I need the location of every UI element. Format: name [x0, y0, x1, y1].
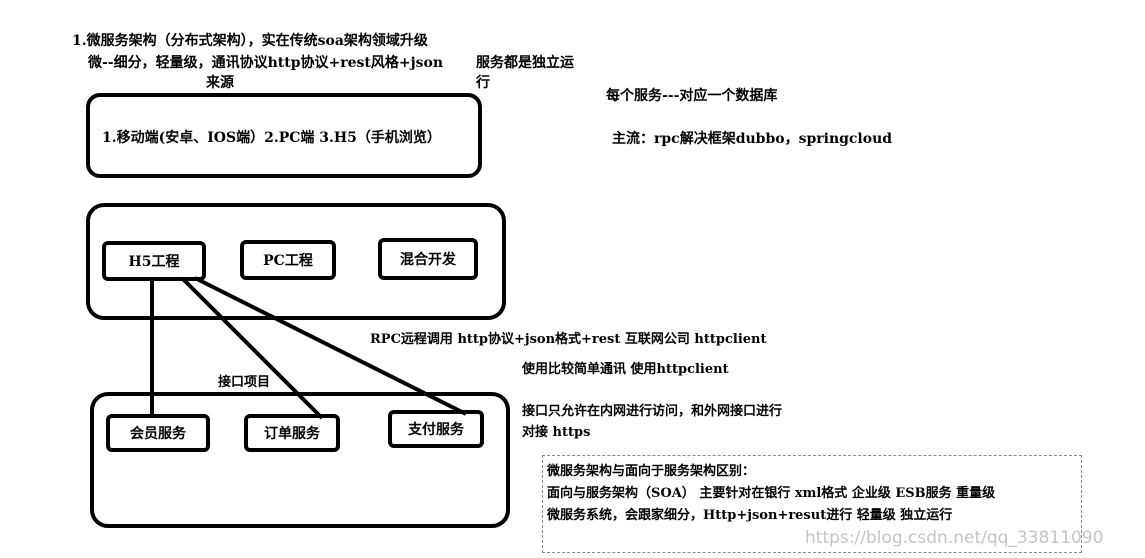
diagram-subtitle: 微--细分，轻量级，通讯协议http协议+rest风格+json	[88, 55, 444, 71]
independent-note-line2: 行	[476, 75, 490, 91]
comparison-line1: 面向与服务架构（SOA） 主要针对在银行 xml格式 企业级 ESB服务 重量级	[547, 486, 996, 501]
interface-project-label: 接口项目	[218, 375, 271, 390]
frontend-box	[86, 203, 506, 320]
h5-to-payment-line	[194, 276, 467, 416]
pc-project-node: PC工程	[240, 240, 336, 280]
payment-service-node: 支付服务	[388, 410, 484, 448]
order-service-node: 订单服务	[244, 414, 340, 452]
watermark: https://blog.csdn.net/qq_33811090	[805, 528, 1104, 548]
clients-text: 1.移动端(安卓、IOS端）2.PC端 3.H5（手机浏览）	[102, 130, 441, 146]
member-service-node: 会员服务	[106, 414, 210, 452]
diagram-title: 1.微服务架构（分布式架构），实在传统soa架构领域升级	[72, 33, 428, 49]
database-note: 每个服务---对应一个数据库	[606, 88, 778, 104]
comparison-line2: 微服务系统，会跟家细分，Http+json+resut进行 轻量级 独立运行	[547, 508, 953, 523]
comparison-heading: 微服务架构与面向于服务架构区别：	[547, 464, 756, 479]
access-note-line2: 对接 https	[522, 425, 591, 440]
hybrid-dev-node: 混合开发	[378, 238, 478, 280]
simple-comm-note: 使用比较简单通讯 使用httpclient	[522, 362, 729, 377]
mainstream-note: 主流：rpc解决框架dubbo，springcloud	[612, 131, 893, 147]
independent-note-line1: 服务都是独立运	[476, 55, 574, 71]
services-box	[90, 392, 510, 528]
rpc-note: RPC远程调用 http协议+json格式+rest 互联网公司 httpcli…	[370, 332, 767, 347]
clients-box: 1.移动端(安卓、IOS端）2.PC端 3.H5（手机浏览）	[86, 93, 482, 178]
access-note-line1: 接口只允许在内网进行访问，和外网接口进行	[522, 404, 783, 419]
source-label: 来源	[206, 75, 234, 91]
h5-project-node: H5工程	[102, 241, 206, 281]
comparison-textbox[interactable]: 微服务架构与面向于服务架构区别： 面向与服务架构（SOA） 主要针对在银行 xm…	[542, 455, 1082, 553]
